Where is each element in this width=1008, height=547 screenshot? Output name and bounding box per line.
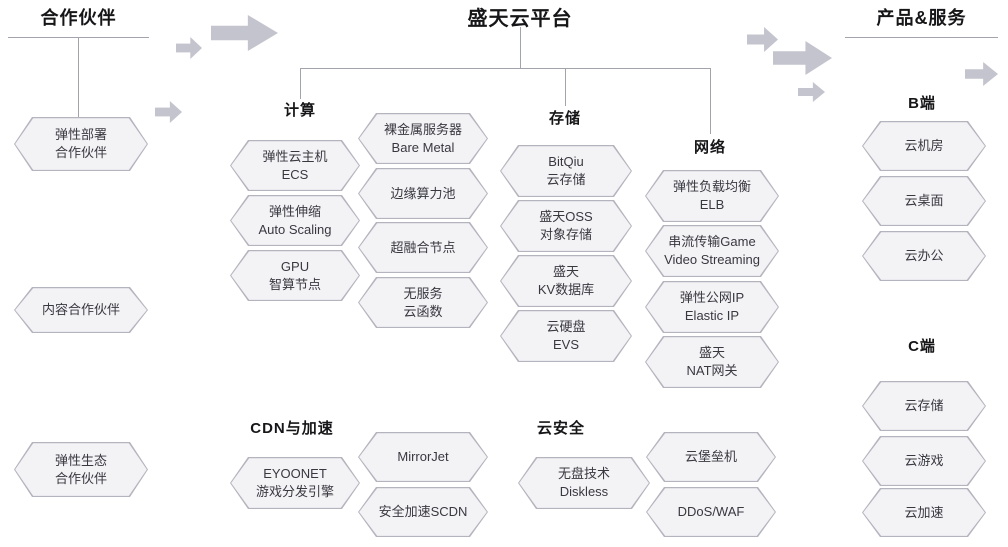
node-label: 云机房 bbox=[904, 138, 944, 154]
connector-line bbox=[300, 68, 711, 69]
node-label: 无盘技术 Diskless bbox=[557, 466, 610, 499]
node-label: 无服务 云函数 bbox=[403, 285, 443, 319]
flow-arrow-icon bbox=[798, 82, 825, 102]
connector-line bbox=[710, 68, 711, 134]
node-edge-compute: 边缘算力池 bbox=[358, 168, 488, 219]
section-label-network: 网络 bbox=[693, 139, 726, 156]
node-nat-gateway: 盛天 NAT网关 bbox=[645, 336, 779, 388]
title-partners: 合作伙伴 bbox=[40, 8, 117, 28]
node-label: 云办公 bbox=[904, 248, 944, 264]
node-cloud-office: 云办公 bbox=[862, 231, 986, 281]
node-cloud-idc: 云机房 bbox=[862, 121, 986, 171]
node-ecs: 弹性云主机 ECS bbox=[230, 140, 360, 191]
node-evs: 云硬盘 EVS bbox=[500, 310, 632, 362]
node-mirrorjet: MirrorJet bbox=[358, 432, 488, 482]
node-game-streaming: 串流传输Game Video Streaming bbox=[645, 225, 779, 277]
flow-arrow-icon bbox=[155, 101, 182, 123]
node-label: 盛天OSS 对象存储 bbox=[539, 209, 593, 242]
node-label: 弹性生态 合作伙伴 bbox=[54, 452, 107, 486]
flow-arrow-icon bbox=[211, 15, 278, 51]
node-auto-scaling: 弹性伸缩 Auto Scaling bbox=[230, 195, 360, 246]
section-label-c-side: C端 bbox=[908, 338, 936, 355]
node-label: 安全加速SCDN bbox=[378, 504, 468, 520]
node-label: 盛天 NAT网关 bbox=[686, 345, 738, 378]
node-cloud-desktop: 云桌面 bbox=[862, 176, 986, 226]
node-label: EYOONET 游戏分发引擎 bbox=[255, 466, 334, 499]
node-serverless: 无服务 云函数 bbox=[358, 277, 488, 328]
node-label: MirrorJet bbox=[397, 449, 449, 465]
node-kv-db: 盛天 KV数据库 bbox=[500, 255, 632, 307]
node-bastion-host: 云堡垒机 bbox=[646, 432, 776, 482]
node-label: 边缘算力池 bbox=[390, 185, 456, 201]
node-label: 云堡垒机 bbox=[684, 449, 737, 465]
node-elastic-deploy-partner: 弹性部署 合作伙伴 bbox=[14, 117, 148, 171]
node-label: 云加速 bbox=[904, 504, 944, 520]
node-label: 盛天 KV数据库 bbox=[537, 264, 595, 297]
node-cloud-storage: 云存储 bbox=[862, 381, 986, 431]
node-label: 弹性云主机 ECS bbox=[262, 148, 328, 182]
node-bitqiu: BitQiu 云存储 bbox=[500, 145, 632, 197]
node-label: DDoS/WAF bbox=[677, 504, 745, 520]
node-eip: 弹性公网IP Elastic IP bbox=[645, 281, 779, 333]
node-label: 云存储 bbox=[904, 398, 944, 414]
section-label-security: 云安全 bbox=[536, 420, 585, 437]
node-label: GPU 智算节点 bbox=[268, 258, 321, 292]
connector-line bbox=[520, 27, 521, 68]
node-label: 超融合节点 bbox=[390, 239, 456, 255]
node-label: 弹性部署 合作伙伴 bbox=[54, 127, 107, 160]
connector-line bbox=[565, 68, 566, 106]
node-label: 云桌面 bbox=[904, 193, 944, 209]
node-label: 弹性公网IP Elastic IP bbox=[679, 290, 745, 323]
section-label-cdn: CDN与加速 bbox=[250, 420, 334, 437]
node-elb: 弹性负载均衡 ELB bbox=[645, 170, 779, 222]
node-label: 云游戏 bbox=[904, 453, 944, 469]
node-label: 云硬盘 EVS bbox=[546, 319, 586, 352]
node-label: 弹性负载均衡 ELB bbox=[672, 179, 751, 212]
node-cloud-gaming: 云游戏 bbox=[862, 436, 986, 486]
title-products: 产品&服务 bbox=[876, 8, 967, 28]
node-label: 内容合作伙伴 bbox=[41, 302, 120, 318]
node-cloud-acceleration: 云加速 bbox=[862, 488, 986, 537]
node-scdn: 安全加速SCDN bbox=[358, 487, 488, 537]
node-ddos-waf: DDoS/WAF bbox=[646, 487, 776, 537]
node-eyoonet: EYOONET 游戏分发引擎 bbox=[230, 457, 360, 509]
node-diskless: 无盘技术 Diskless bbox=[518, 457, 650, 509]
node-oss: 盛天OSS 对象存储 bbox=[500, 200, 632, 252]
node-ecosystem-partner: 弹性生态 合作伙伴 bbox=[14, 442, 148, 497]
node-bare-metal: 裸金属服务器 Bare Metal bbox=[358, 113, 488, 164]
section-label-b-side: B端 bbox=[908, 95, 936, 112]
connector-line bbox=[300, 68, 301, 99]
section-label-storage: 存储 bbox=[548, 110, 581, 127]
node-label: 弹性伸缩 Auto Scaling bbox=[258, 203, 332, 237]
node-hyperconverged: 超融合节点 bbox=[358, 222, 488, 273]
connector-line bbox=[78, 37, 79, 117]
node-gpu: GPU 智算节点 bbox=[230, 250, 360, 301]
node-label: 裸金属服务器 Bare Metal bbox=[383, 121, 462, 155]
node-content-partner: 内容合作伙伴 bbox=[14, 287, 148, 333]
flow-arrow-icon bbox=[747, 27, 778, 52]
node-label: 串流传输Game Video Streaming bbox=[664, 234, 760, 267]
flow-arrow-icon bbox=[965, 62, 998, 86]
node-label: BitQiu 云存储 bbox=[546, 154, 586, 187]
connector-line bbox=[845, 37, 998, 38]
flow-arrow-icon bbox=[773, 41, 832, 75]
flow-arrow-icon bbox=[176, 37, 202, 59]
section-label-compute: 计算 bbox=[283, 102, 316, 119]
title-platform: 盛天云平台 bbox=[467, 8, 573, 30]
